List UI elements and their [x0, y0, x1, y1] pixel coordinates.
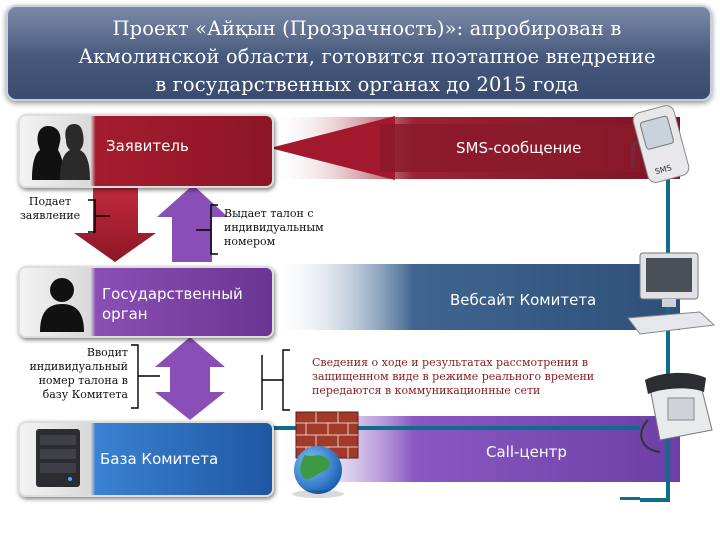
desk-telephone-icon: [640, 372, 713, 453]
note-info-line-2: защищенном виде в режиме реального време…: [312, 370, 595, 383]
server-icon: [36, 429, 80, 487]
note-bracket-submit: [88, 199, 110, 233]
note-submit-line-1: Подает: [28, 195, 72, 208]
note-bracket-enter: [131, 344, 160, 409]
feedback-arrow-line: [620, 497, 640, 500]
svg-text:SMS: SMS: [654, 163, 673, 176]
page-title: Проект «Айқын (Прозрачность)»: апробиров…: [22, 15, 712, 99]
note-ticket-line-2: индивидуальным: [224, 221, 324, 234]
top-return-arrow: [270, 116, 395, 180]
applicant-box: Заявитель: [18, 114, 274, 188]
note-ticket-line-1: Выдает талон с: [224, 207, 314, 220]
globe-icon: [292, 446, 344, 498]
note-bracket-ticket: [196, 204, 218, 255]
title-line-3: в государственных органах до 2015 года: [155, 73, 579, 96]
computer-monitor-icon: [627, 252, 716, 335]
note-enter: Вводит индивидуальный номер талона в баз…: [2, 346, 129, 402]
website-bar: [270, 264, 680, 330]
sms-phone-icon: SMS: [632, 105, 690, 183]
website-label: Вебсайт Комитета: [450, 291, 597, 309]
title-line-2: Акмолинской области, готовится поэтапное…: [78, 45, 656, 68]
header-banner: Проект «Айқын (Прозрачность)»: апробиров…: [6, 5, 712, 101]
gov-label-line-1: Государственный: [102, 285, 243, 303]
note-submit: Подает заявление: [12, 195, 88, 223]
gov-label: Государственный орган: [102, 284, 243, 324]
gov-box: Государственный орган: [18, 266, 274, 338]
sms-label: SMS-сообщение: [456, 139, 582, 157]
top-return-arrow-shaft: [380, 124, 640, 172]
note-ticket-line-3: номером: [224, 235, 276, 248]
female-silhouette-icon: [32, 124, 90, 180]
note-submit-line-2: заявление: [19, 209, 81, 222]
male-silhouette-icon: [40, 278, 84, 332]
applicant-label: Заявитель: [106, 137, 189, 155]
note-enter-line-2: индивидуальный: [29, 360, 129, 373]
note-enter-line-3: номер талона в: [38, 374, 128, 387]
note-info-line-1: Сведения о ходе и результатах рассмотрен…: [312, 356, 589, 369]
note-info-line-3: передаются в коммуникационные сети: [312, 384, 541, 397]
note-enter-line-4: базу Комитета: [42, 388, 128, 401]
db-link-arrow: [155, 337, 225, 420]
database-label: База Комитета: [100, 450, 219, 468]
title-line-1: Проект «Айқын (Прозрачность)»: апробиров…: [112, 17, 622, 40]
note-ticket: Выдает талон с индивидуальным номером: [224, 207, 324, 249]
callcenter-label: Call-центр: [486, 443, 567, 461]
gov-label-line-2: орган: [102, 305, 148, 323]
note-enter-line-1: Вводит: [86, 346, 128, 359]
database-box: База Комитета: [18, 421, 274, 497]
note-bracket-info: [261, 349, 290, 411]
ticket-arrow: [157, 185, 228, 262]
note-info: Сведения о ходе и результатах рассмотрен…: [312, 356, 594, 398]
